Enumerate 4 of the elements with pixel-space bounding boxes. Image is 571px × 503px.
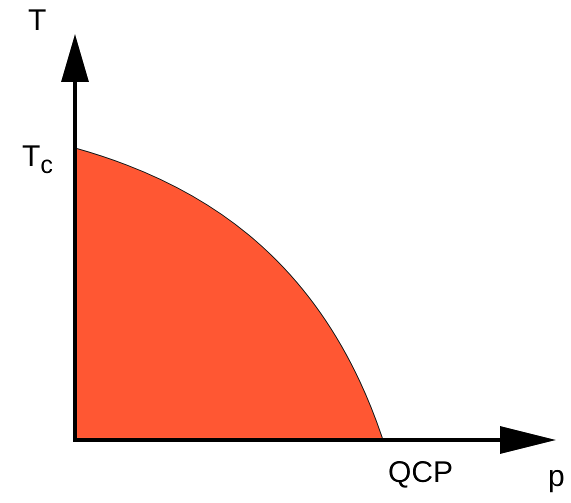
axis-label: QCP [388,458,454,488]
axis-label: p [548,462,565,492]
axis-label: T [28,6,46,36]
axis-label: T$_{c}$ [22,142,53,178]
